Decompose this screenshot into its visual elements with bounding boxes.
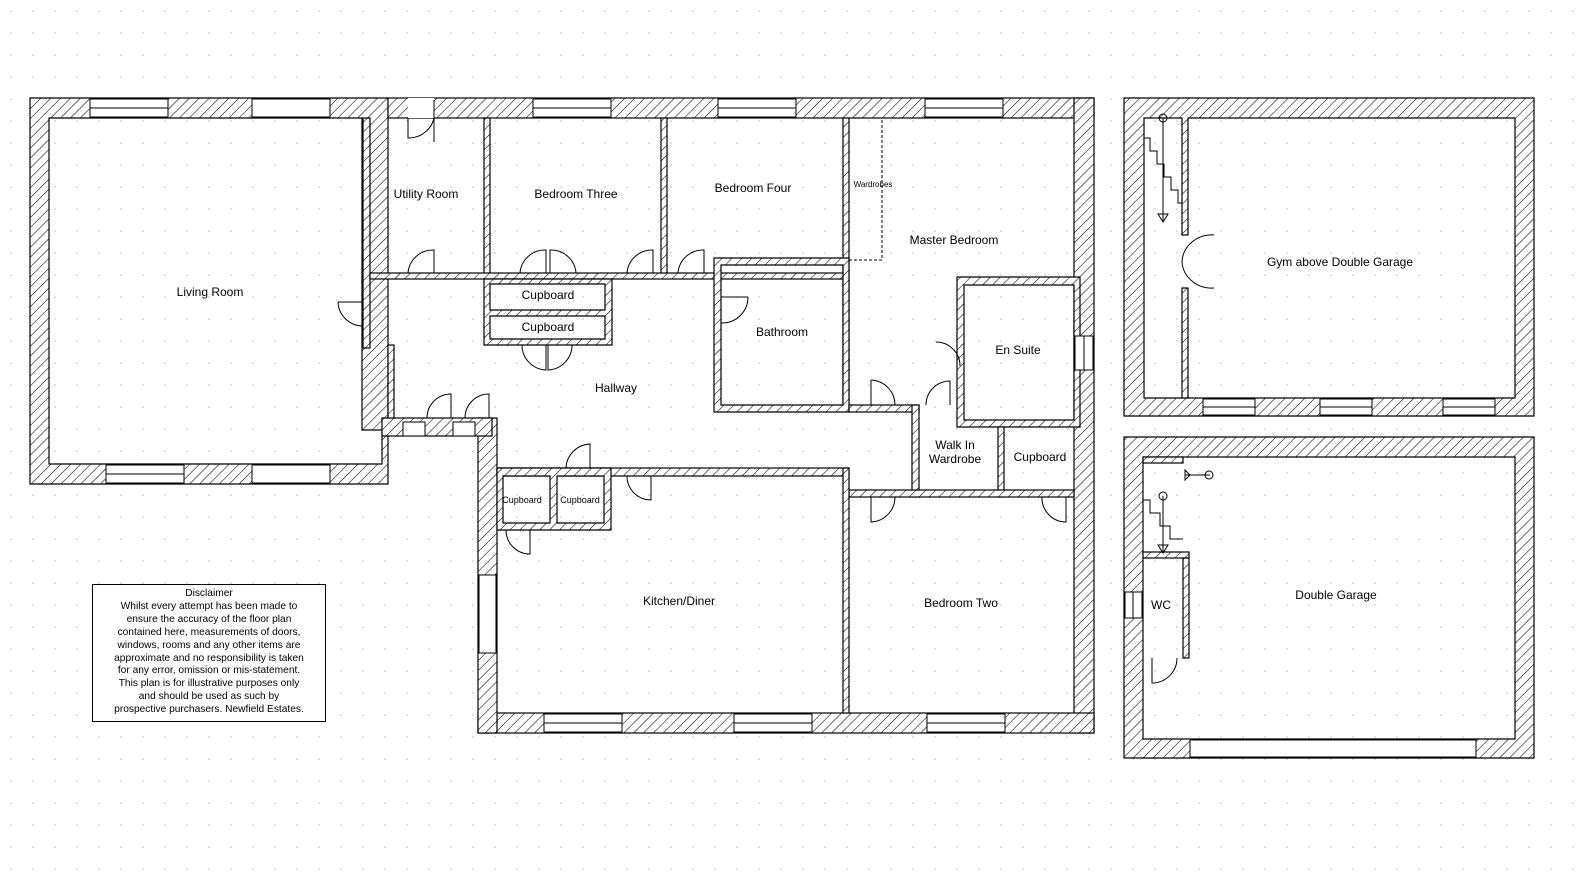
gym-details — [1144, 113, 1496, 416]
label-cupboard-upper: Cupboard — [522, 288, 575, 302]
disclaimer-line: for any error, omission or mis-statement… — [117, 665, 301, 677]
label-cupboard-lower: Cupboard — [522, 320, 575, 334]
disclaimer-box: Disclaimer Whilst every attempt has been… — [92, 584, 326, 722]
label-cupboard-small-1: Cupboard — [502, 495, 542, 505]
label-wc: WC — [1151, 598, 1171, 612]
label-en-suite: En Suite — [995, 343, 1041, 357]
label-hallway: Hallway — [595, 381, 637, 395]
label-bedroom-three: Bedroom Three — [534, 187, 617, 201]
disclaimer-title: Disclaimer — [185, 588, 233, 599]
gym-walls — [1123, 97, 1535, 417]
label-living-room: Living Room — [177, 285, 244, 299]
label-cupboard-east: Cupboard — [1014, 450, 1067, 464]
wardrobe-outline — [849, 117, 883, 261]
label-bathroom: Bathroom — [756, 325, 808, 339]
disclaimer-line: approximate and no responsibility is tak… — [114, 652, 304, 664]
label-wardrobes: Wardrobes — [854, 180, 893, 189]
label-double-garage: Double Garage — [1295, 588, 1377, 602]
label-utility-room: Utility Room — [394, 187, 459, 201]
disclaimer-line: contained here, measurements of doors, — [117, 626, 301, 638]
label-bedroom-four: Bedroom Four — [715, 181, 792, 195]
doors — [337, 98, 1067, 555]
label-walk-in-wardrobe-1: Walk In — [935, 438, 975, 452]
label-master-bedroom: Master Bedroom — [910, 233, 999, 247]
label-walk-in-wardrobe-2: Wardrobe — [929, 452, 982, 466]
internal-walls — [362, 117, 1081, 714]
disclaimer-line: This plan is for illustrative purposes o… — [118, 678, 300, 690]
label-gym: Gym above Double Garage — [1267, 255, 1413, 269]
room-labels: Living Room Utility Room Bedroom Three B… — [177, 180, 1414, 612]
label-kitchen-diner: Kitchen/Diner — [643, 594, 715, 608]
disclaimer-line: windows, rooms and any other items are — [117, 639, 301, 651]
disclaimer-line: prospective purchasers. Newfield Estates… — [114, 704, 304, 716]
label-cupboard-small-2: Cupboard — [560, 495, 600, 505]
garage-details — [1124, 468, 1477, 758]
disclaimer-line: and should be used as such by — [138, 691, 280, 703]
garage-walls — [1123, 436, 1535, 759]
disclaimer-line: Whilst every attempt has been made to — [120, 600, 298, 612]
stairs-icon — [1144, 113, 1182, 223]
stairs-icon — [1143, 468, 1214, 554]
windows — [89, 98, 1094, 733]
label-bedroom-two: Bedroom Two — [924, 596, 998, 610]
disclaimer-line: ensure the accuracy of the floor plan — [126, 613, 292, 625]
